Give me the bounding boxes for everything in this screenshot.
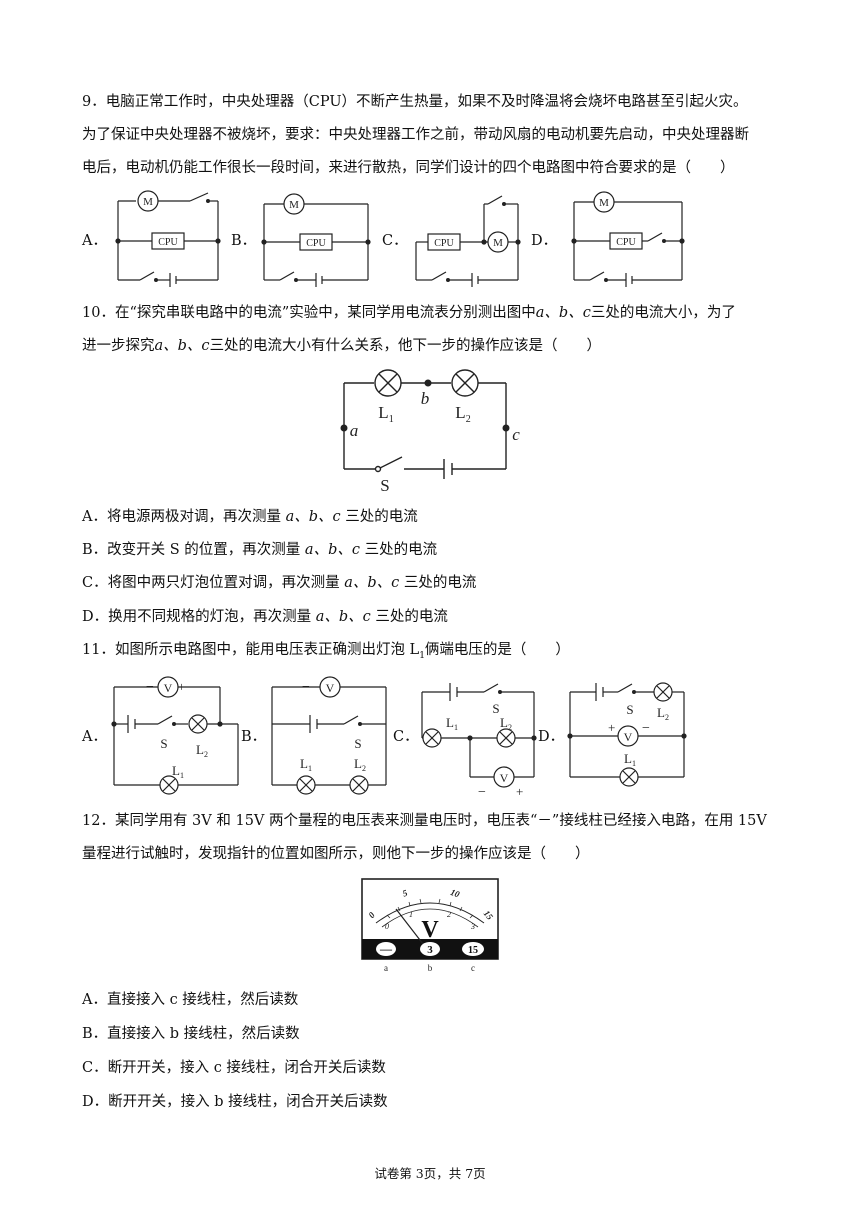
svg-text:c: c xyxy=(471,963,475,973)
q11-option-a-label: A． xyxy=(82,729,107,745)
svg-text:5: 5 xyxy=(401,888,409,899)
q11-circuit-a: − + V S L2 L1 xyxy=(111,676,239,795)
voltmeter-label: V xyxy=(164,681,173,695)
q12-voltmeter-dial: 0 5 10 15 0 1 2 3 V — 3 15 a b c xyxy=(361,878,499,973)
q12-option-a: A．直接接入 c 接线柱，然后读数 xyxy=(82,992,299,1008)
q10-stem-line2: 进一步探究a、b、c三处的电流大小有什么关系，他下一步的操作应该是（ ） xyxy=(82,338,602,354)
meter-v-symbol: V xyxy=(421,917,439,943)
q11-option-b-label: B． xyxy=(241,729,267,745)
svg-text:L1: L1 xyxy=(172,763,184,780)
terminal-minus: — xyxy=(379,942,393,956)
q11-option-c-label: C． xyxy=(393,729,419,745)
svg-text:S: S xyxy=(354,736,361,751)
svg-text:L2: L2 xyxy=(500,715,512,732)
voltmeter-label: V xyxy=(624,730,633,744)
svg-text:−: − xyxy=(478,785,486,800)
switch-s-label: S xyxy=(380,476,389,494)
svg-text:+: + xyxy=(516,784,523,799)
q9-stem-line2: 为了保证中央处理器不被烧坏，要求：中央处理器工作之前，带动风扇的电动机要先启动，… xyxy=(82,127,749,143)
q9-circuit-b: M CPU xyxy=(261,193,371,287)
q10-stem-line1: 10．在“探究串联电路中的电流”实验中，某同学用电流表分别测出图中a、b、c三处… xyxy=(82,305,736,321)
svg-text:+: + xyxy=(608,720,615,735)
q11-circuit-b: − + V S L1 L2 xyxy=(271,676,387,795)
svg-text:1: 1 xyxy=(409,910,413,919)
svg-text:L1: L1 xyxy=(446,715,458,732)
point-b-label: b xyxy=(421,389,430,408)
q9-circuit-d: M CPU xyxy=(571,191,685,287)
svg-text:L2: L2 xyxy=(657,705,669,722)
svg-text:−: − xyxy=(642,721,650,736)
q12-option-b: B．直接接入 b 接线柱，然后读数 xyxy=(82,1026,300,1042)
cpu-label: CPU xyxy=(306,238,326,249)
lamp-l1-label: L1 xyxy=(378,403,393,425)
q9-option-d-label: D． xyxy=(531,233,558,249)
q9-stem-line3: 电后，电动机仍能工作很长一段时间，来进行散热，同学们设计的四个电路图中符合要求的… xyxy=(82,160,735,176)
cpu-label: CPU xyxy=(158,237,178,248)
svg-text:3: 3 xyxy=(470,922,475,931)
q11-circuit-c: S L1 L2 V − + xyxy=(421,683,537,800)
q10-option-b: B．改变开关 S 的位置，再次测量 a、b、c 三处的电流 xyxy=(82,542,438,558)
svg-text:L2: L2 xyxy=(196,742,208,759)
q9-option-b-label: B． xyxy=(231,233,257,249)
q10-series-circuit: L1 L2 b a c S xyxy=(340,369,520,494)
svg-text:S: S xyxy=(626,702,633,717)
q9-circuit-c: CPU M xyxy=(415,195,521,287)
point-c-label: c xyxy=(512,425,520,444)
q11-stem: 11．如图所示电路图中，能用电压表正确测出灯泡 L1俩端电压的是（ ） xyxy=(82,642,570,661)
cpu-label: CPU xyxy=(434,238,454,249)
svg-text:L2: L2 xyxy=(354,756,366,773)
motor-label: M xyxy=(289,199,299,211)
svg-text:L1: L1 xyxy=(300,756,312,773)
motor-label: M xyxy=(493,237,503,249)
svg-text:a: a xyxy=(384,963,388,973)
q12-option-d: D．断开开关，接入 b 接线柱，闭合开关后读数 xyxy=(82,1094,388,1110)
q10-option-a: A．将电源两极对调，再次测量 a、b、c 三处的电流 xyxy=(82,509,418,525)
svg-text:10: 10 xyxy=(449,887,461,900)
q12-stem-line2: 量程进行试触时，发现指针的位置如图所示，则他下一步的操作应该是（ ） xyxy=(82,846,590,862)
motor-label: M xyxy=(599,197,609,209)
svg-text:S: S xyxy=(492,701,499,716)
point-a-label: a xyxy=(350,421,359,440)
q10-option-d: D．换用不同规格的灯泡，再次测量 a、b、c 三处的电流 xyxy=(82,609,448,625)
q12-stem-line1: 12．某同学用有 3V 和 15V 两个量程的电压表来测量电压时，电压表“－”接… xyxy=(82,813,767,829)
voltmeter-label: V xyxy=(326,681,335,695)
lamp-l2-label: L2 xyxy=(455,403,470,425)
page-footer: 试卷第 3页，共 7页 xyxy=(374,1166,486,1181)
terminal-3: 3 xyxy=(427,944,433,956)
q9-option-c-label: C． xyxy=(382,233,408,249)
terminal-15: 15 xyxy=(468,945,478,956)
svg-text:S: S xyxy=(160,736,167,751)
q11-circuit-d: S L2 V + − L1 xyxy=(567,682,687,787)
q12-option-c: C．断开开关，接入 c 接线柱，闭合开关后读数 xyxy=(82,1060,386,1076)
q10-option-c: C．将图中两只灯泡位置对调，再次测量 a、b、c 三处的电流 xyxy=(82,575,477,591)
cpu-label: CPU xyxy=(616,237,636,248)
motor-label: M xyxy=(143,196,153,208)
voltmeter-label: V xyxy=(500,771,509,785)
q11-option-d-label: D． xyxy=(538,729,565,745)
svg-text:0: 0 xyxy=(385,922,389,931)
svg-text:L1: L1 xyxy=(624,751,636,768)
svg-text:0: 0 xyxy=(366,910,377,920)
q9-option-a-label: A． xyxy=(82,233,107,249)
q9-stem-line1: 9．电脑正常工作时，中央处理器（CPU）不断产生热量，如果不及时降温将会烧坏电路… xyxy=(82,94,748,110)
svg-text:2: 2 xyxy=(447,910,451,919)
svg-text:b: b xyxy=(428,963,433,973)
q9-circuit-a: M CPU xyxy=(115,190,221,287)
